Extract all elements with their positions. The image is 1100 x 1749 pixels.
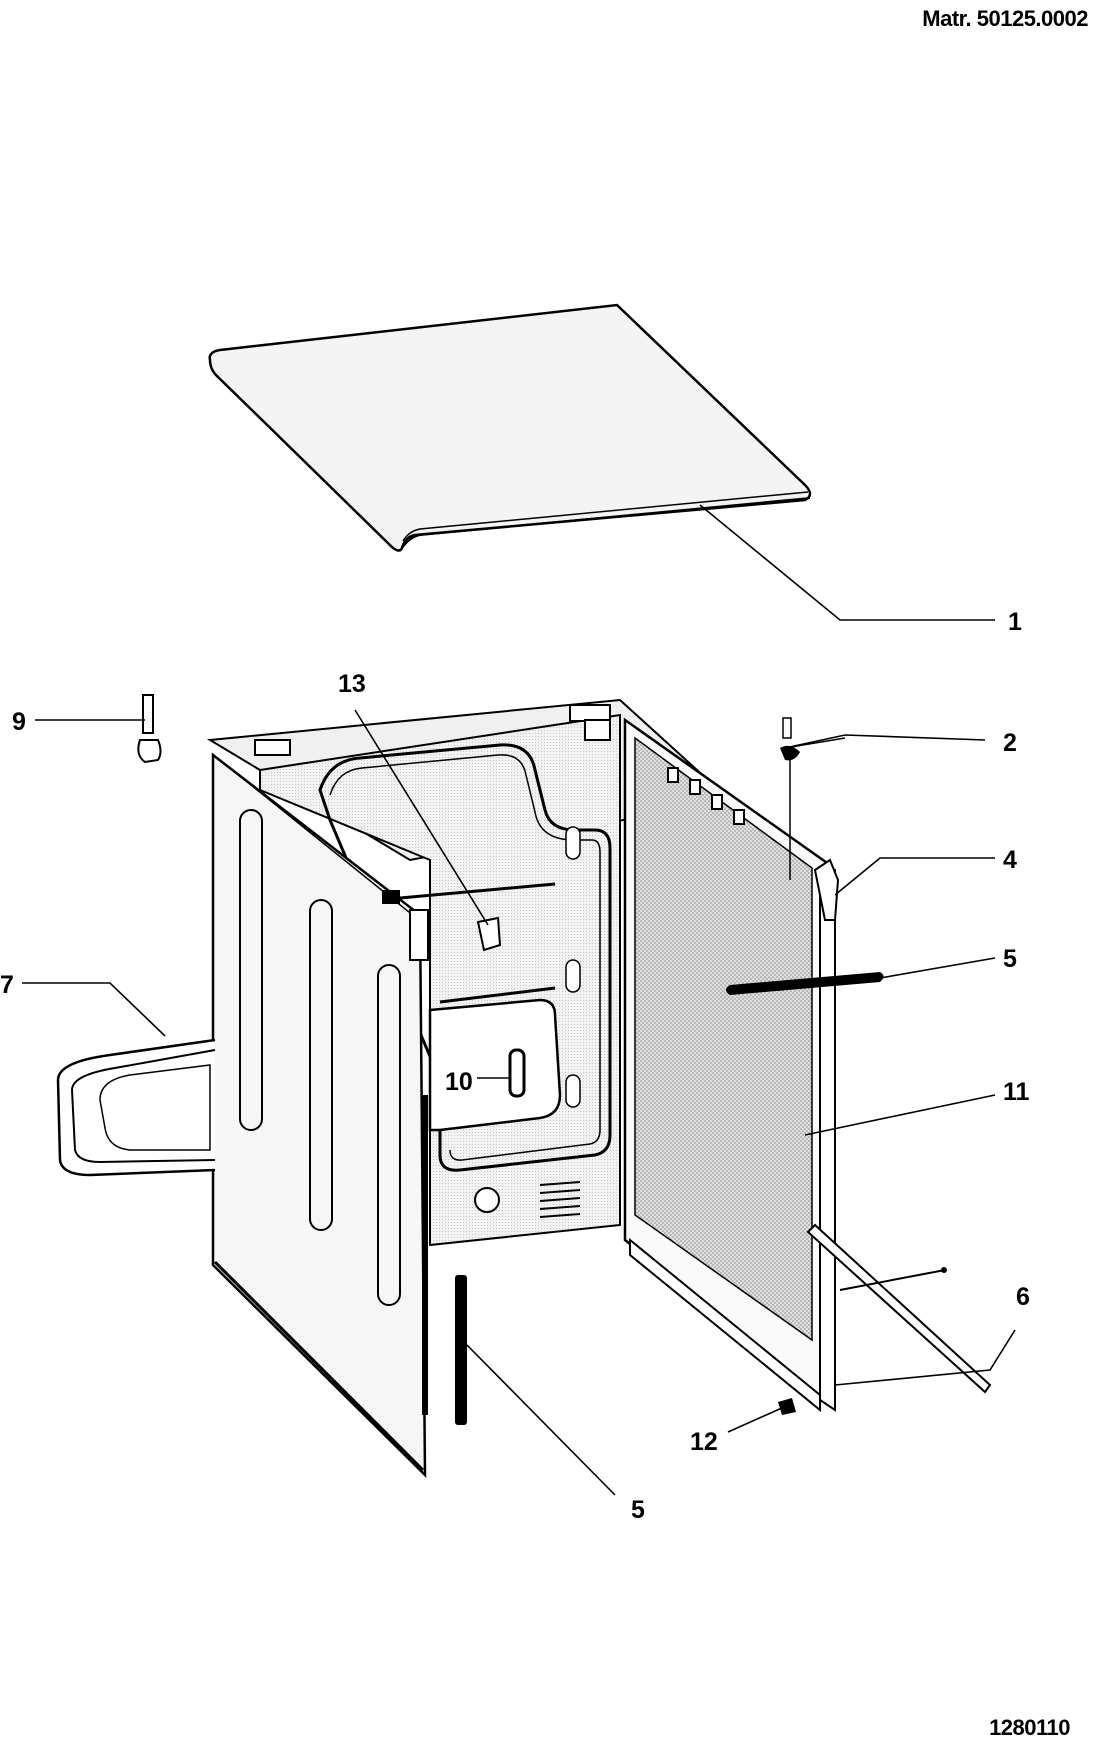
leader-lines [22, 504, 1016, 1496]
callout-13: 13 [338, 670, 366, 698]
callout-9: 9 [12, 708, 26, 736]
inner-front-opening [428, 998, 562, 1132]
small-clip-part [137, 694, 162, 764]
screw-part [780, 717, 800, 880]
inner-clip-part [382, 890, 502, 952]
callout-2: 2 [1003, 729, 1017, 757]
callout-10: 10 [445, 1068, 473, 1096]
document-id: Matr. 50125.0002 [922, 6, 1088, 31]
foot-part [778, 1398, 796, 1415]
left-front-panel [211, 752, 429, 1479]
corner-bracket-part [813, 858, 840, 921]
callout-11: 11 [1003, 1078, 1030, 1106]
right-side-panel [623, 717, 836, 1413]
callout-5-lower: 5 [631, 1496, 645, 1524]
callout-5-upper: 5 [1003, 945, 1017, 973]
callout-1: 1 [1008, 608, 1022, 636]
rail-part [806, 1223, 992, 1394]
insulation-strip-lower [455, 1275, 467, 1425]
insulation-strip-upper [726, 972, 884, 995]
door-frame-part [56, 1038, 216, 1177]
callout-7: 7 [0, 971, 14, 999]
drawing-number: 1280110 [989, 1715, 1070, 1740]
callout-4: 4 [1003, 846, 1017, 874]
callout-6: 6 [1016, 1283, 1030, 1311]
callout-12: 12 [690, 1428, 718, 1456]
top-lid [208, 303, 812, 552]
